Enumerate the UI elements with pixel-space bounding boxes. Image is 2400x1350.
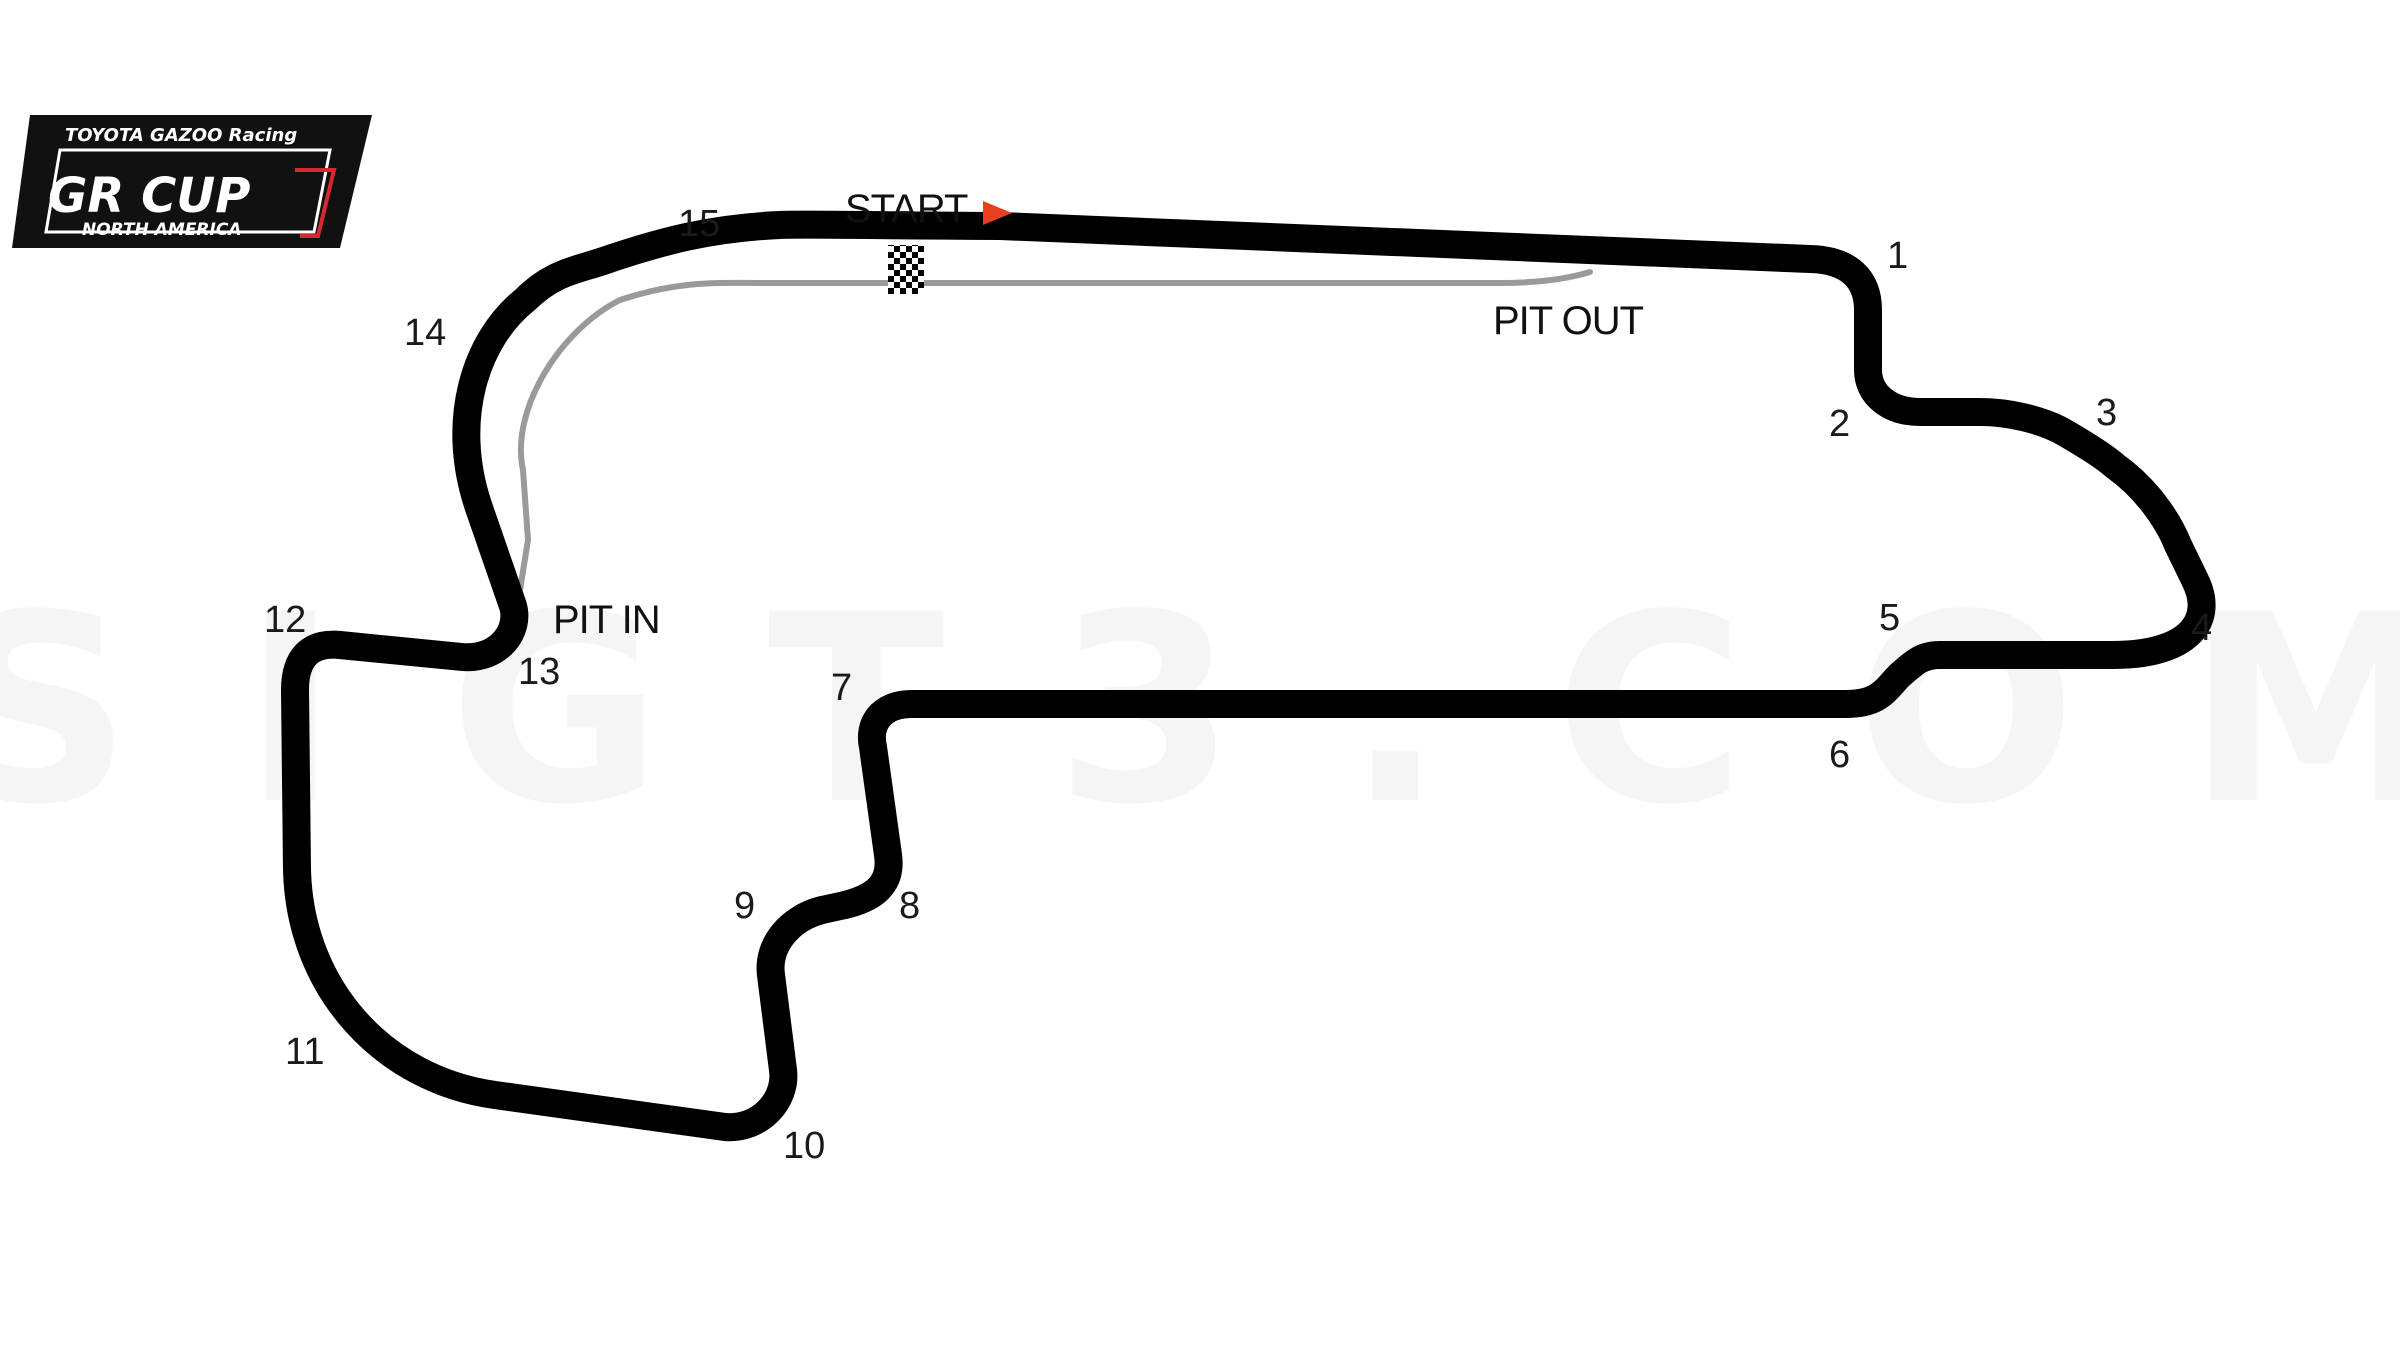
pit-out-label: PIT OUT — [1493, 299, 1644, 343]
race-track — [281, 210, 2216, 1142]
turn-15-label: 15 — [678, 203, 720, 245]
turn-8-label: 8 — [899, 885, 920, 927]
turn-13-label: 13 — [518, 651, 560, 693]
logo-sub-line: NORTH AMERICA — [82, 220, 241, 240]
arrow-right-icon — [983, 201, 1012, 225]
turn-12-label: 12 — [264, 599, 306, 641]
turn-10-label: 10 — [783, 1125, 825, 1167]
turn-3-label: 3 — [2096, 392, 2117, 434]
checkered-flag-icon — [888, 245, 924, 294]
turn-2-label: 2 — [1829, 403, 1850, 445]
logo-main-text: GR CUP — [48, 168, 250, 224]
logo-top-line: TOYOTA GAZOO Racing — [65, 125, 297, 146]
turn-9-label: 9 — [734, 885, 755, 927]
turn-7-label: 7 — [831, 667, 852, 709]
pit-in-label: PIT IN — [553, 598, 660, 642]
turn-4-label: 4 — [2191, 607, 2212, 649]
turn-14-label: 14 — [404, 312, 446, 354]
pit-lane — [517, 269, 1593, 593]
turn-5-label: 5 — [1879, 597, 1900, 639]
gr-cup-logo: TOYOTA GAZOO Racing GR CUP NORTH AMERICA — [12, 115, 372, 248]
start-label: START — [845, 187, 968, 231]
turn-6-label: 6 — [1829, 734, 1850, 776]
turn-11-label: 11 — [285, 1031, 324, 1073]
turn-1-label: 1 — [1887, 235, 1908, 277]
